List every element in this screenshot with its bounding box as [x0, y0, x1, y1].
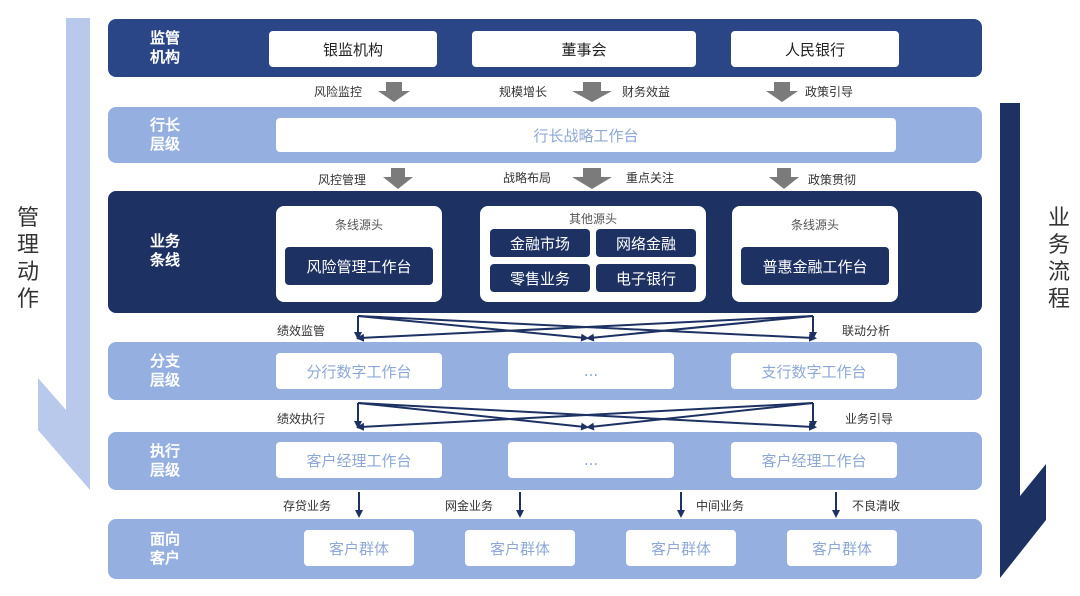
box-subbranch-workbench[interactable]: 支行数字工作台 [731, 353, 897, 389]
chip-e-banking[interactable]: 电子银行 [596, 264, 696, 292]
grey-arrow-r1-b [572, 82, 612, 102]
connectors-execution-to-customer [355, 492, 840, 518]
flow-label-linkage-analysis: 联动分析 [842, 324, 891, 338]
grey-arrow-r2-a [383, 168, 413, 189]
flow-label-business-guidance: 业务引导 [845, 412, 894, 426]
box-execution-ellipsis: ... [508, 442, 674, 478]
connectors-business-to-branch [354, 315, 817, 342]
flow-label-key-focus: 重点关注 [626, 171, 675, 185]
box-customer-2[interactable]: 客户群体 [465, 530, 575, 566]
side-title-right: 业务流程 [1047, 206, 1070, 312]
flow-label-scale-growth: 规模增长 [499, 85, 548, 99]
box-branch-workbench[interactable]: 分行数字工作台 [276, 353, 442, 389]
box-cbrc[interactable]: 银监机构 [269, 31, 437, 67]
flow-label-npl-collection: 不良清收 [852, 499, 901, 513]
flow-label-intermediary-business: 中间业务 [696, 499, 745, 513]
band-regulator-label: 监管 机构 [149, 29, 180, 66]
box-board[interactable]: 董事会 [472, 31, 696, 67]
grey-arrow-r1-a [378, 82, 410, 102]
connectors-branch-to-execution [354, 402, 817, 431]
box-customer-4[interactable]: 客户群体 [787, 530, 897, 566]
panel-left: 条线源头 风险管理工作台 [276, 206, 442, 302]
grey-arrow-r2-b [572, 168, 612, 189]
box-pboc[interactable]: 人民银行 [731, 31, 899, 67]
left-down-arrow [38, 18, 90, 490]
flow-label-deposit-loan: 存贷业务 [283, 499, 332, 513]
band-president-label: 行长 层级 [149, 116, 180, 153]
band-customer-label: 面向 客户 [149, 530, 180, 567]
flow-label-financial-benefit: 财务效益 [622, 85, 671, 99]
box-customer-1[interactable]: 客户群体 [304, 530, 414, 566]
flow-label-performance-execution: 绩效执行 [277, 412, 326, 426]
band-branch-label: 分支 层级 [149, 352, 180, 389]
flow-label-performance-supervision: 绩效监管 [277, 324, 326, 338]
box-risk-workbench[interactable]: 风险管理工作台 [285, 247, 433, 285]
box-president-workbench[interactable]: 行长战略工作台 [276, 118, 896, 152]
chip-financial-market[interactable]: 金融市场 [490, 229, 590, 257]
right-down-arrow [1000, 103, 1046, 578]
flow-label-strategy-layout: 战略布局 [503, 171, 552, 185]
flow-label-risk-control: 风控管理 [318, 173, 367, 187]
box-inclusive-workbench[interactable]: 普惠金融工作台 [741, 247, 889, 285]
box-manager-workbench-1[interactable]: 客户经理工作台 [276, 442, 442, 478]
panel-right-title: 条线源头 [790, 218, 839, 232]
flow-label-policy-implementation: 政策贯彻 [808, 173, 857, 187]
box-manager-workbench-2[interactable]: 客户经理工作台 [731, 442, 897, 478]
band-business-label: 业务 条线 [149, 232, 180, 269]
panel-left-title: 条线源头 [334, 218, 383, 232]
panel-mid-title: 其他源头 [568, 212, 617, 226]
side-title-left: 管理动作 [16, 206, 39, 312]
panel-mid: 其他源头 金融市场 网络金融 零售业务 电子银行 [480, 206, 706, 302]
flow-label-policy-guidance: 政策引导 [805, 85, 854, 99]
panel-right: 条线源头 普惠金融工作台 [732, 206, 898, 302]
flow-label-online-finance-business: 网金业务 [445, 499, 494, 513]
chip-online-finance[interactable]: 网络金融 [596, 229, 696, 257]
chip-retail[interactable]: 零售业务 [490, 264, 590, 292]
band-execution-label: 执行 层级 [149, 442, 180, 479]
box-customer-3[interactable]: 客户群体 [626, 530, 736, 566]
grey-arrow-r2-c [769, 168, 799, 189]
flow-label-risk-monitoring: 风险监控 [314, 85, 363, 99]
box-branch-ellipsis: ... [508, 353, 674, 389]
grey-arrow-r1-c [766, 82, 798, 102]
